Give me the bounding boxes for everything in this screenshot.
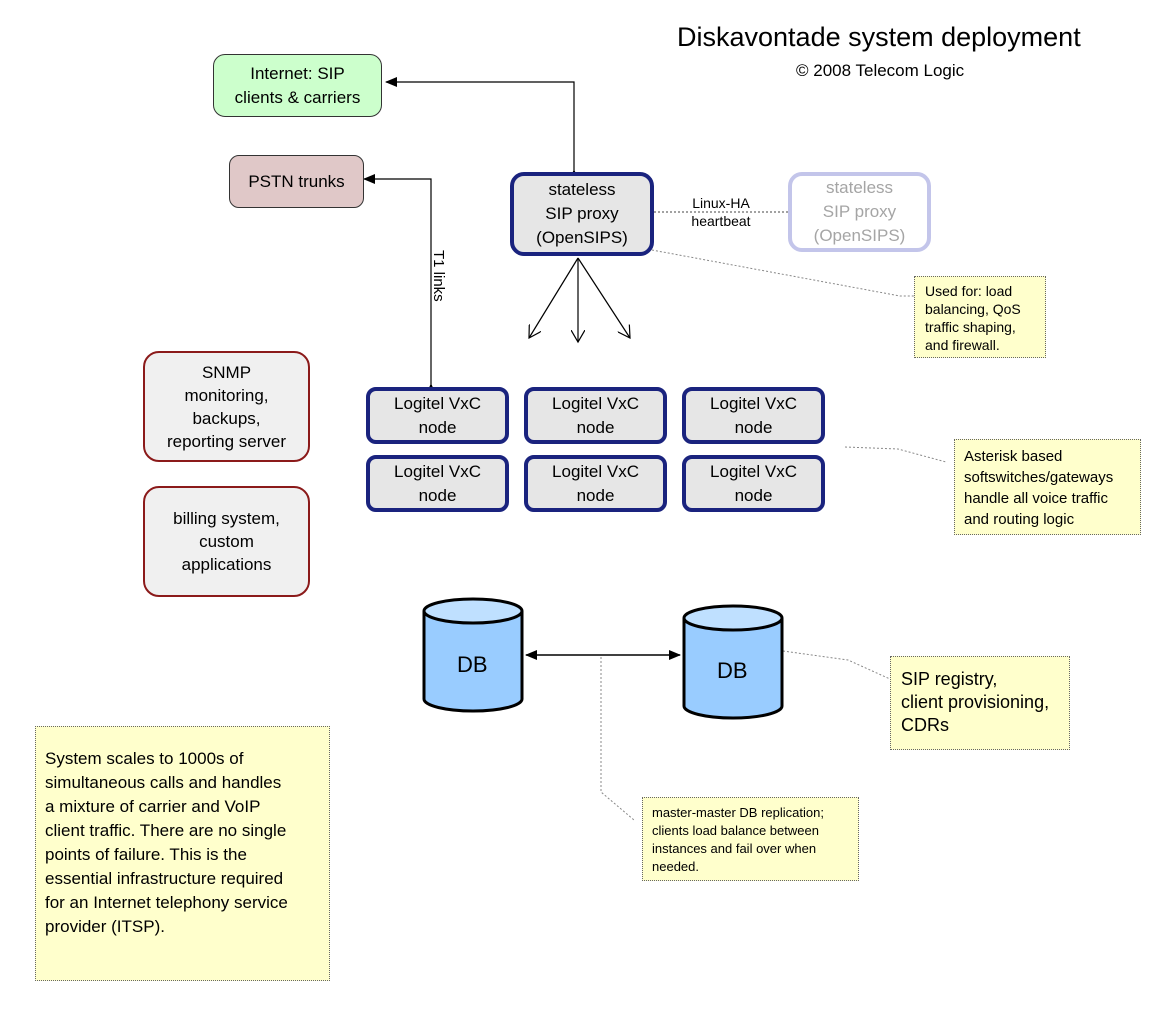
nodes-note-line: softswitches/gateways [964, 469, 1114, 486]
node-line2: node [734, 417, 773, 437]
summary-note: System scales to 1000s of simultaneous c… [35, 726, 330, 981]
internet-sip-clients-box: Internet: SIP clients & carriers [213, 54, 382, 117]
nodes-note-line: and routing logic [964, 511, 1075, 528]
pstn-label: PSTN trunks [248, 171, 345, 191]
db2-label: DB [717, 658, 748, 683]
snmp-line: reporting server [166, 431, 287, 451]
db-note-leader [782, 650, 891, 680]
standby-line1: stateless [825, 178, 894, 197]
node-line2: node [576, 485, 615, 505]
node-line1: Logitel VxC [552, 393, 639, 413]
proxy-line1: stateless [548, 180, 616, 199]
proxy-line2: SIP proxy [545, 204, 619, 223]
node-line1: Logitel VxC [710, 393, 797, 413]
summary-note-line: System scales to 1000s of [45, 749, 244, 768]
billing-line: custom [199, 532, 254, 551]
billing-system-box: billing system, custom applications [143, 486, 310, 597]
proxy-note: Used for: load balancing, QoS traffic sh… [914, 276, 1046, 358]
summary-note-line: a mixture of carrier and VoIP [45, 797, 261, 816]
proxy-note-line: Used for: load [925, 283, 1013, 299]
heartbeat-line2: heartbeat [691, 213, 751, 229]
proxy-fanout-right [577, 257, 630, 338]
node-line1: Logitel VxC [394, 461, 481, 481]
internet-line2: clients & carriers [234, 87, 361, 107]
standby-line2: SIP proxy [822, 202, 897, 221]
vxc-node-5: Logitel VxC node [524, 455, 667, 512]
node-line2: node [418, 485, 457, 505]
vxc-node-3: Logitel VxC node [682, 387, 825, 444]
db1-label: DB [457, 652, 488, 677]
billing-line: billing system, [173, 509, 280, 528]
vxc-node-1: Logitel VxC node [366, 387, 509, 444]
snmp-line: backups, [192, 408, 261, 428]
summary-note-line: provider (ITSP). [45, 917, 165, 936]
page-title: Diskavontade system deployment [677, 22, 1081, 52]
replication-note-line: instances and fail over when [652, 841, 817, 856]
node-line1: Logitel VxC [552, 461, 639, 481]
db-note-line: client provisioning, [901, 692, 1050, 712]
summary-note-line: simultaneous calls and handles [45, 773, 282, 792]
summary-note-line: essential infrastructure required [45, 869, 284, 888]
replication-note-line: clients load balance between [652, 823, 819, 838]
node-line2: node [576, 417, 615, 437]
replication-note-line: master-master DB replication; [652, 805, 824, 820]
vxc-node-2: Logitel VxC node [524, 387, 667, 444]
t1-link [363, 174, 436, 395]
copyright: © 2008 Telecom Logic [796, 61, 965, 80]
db-note: SIP registry, client provisioning, CDRs [890, 656, 1070, 750]
nodes-note-leader [844, 446, 947, 463]
snmp-line: monitoring, [184, 385, 269, 405]
node-line2: node [418, 417, 457, 437]
nodes-note: Asterisk based softswitches/gateways han… [954, 439, 1141, 535]
db-note-line: SIP registry, [901, 669, 998, 689]
proxy-note-line: balancing, QoS [925, 301, 1021, 317]
proxy-note-line: and firewall. [925, 337, 1000, 353]
sip-proxy-primary: stateless SIP proxy (OpenSIPS) [510, 172, 654, 256]
replication-note: master-master DB replication; clients lo… [642, 797, 859, 881]
proxy-line3: (OpenSIPS) [536, 228, 628, 247]
internet-proxy-link [385, 77, 579, 181]
nodes-note-line: Asterisk based [964, 448, 1063, 465]
snmp-line: SNMP [201, 362, 252, 382]
standby-line3: (OpenSIPS) [813, 226, 906, 245]
vxc-node-6: Logitel VxC node [682, 455, 825, 512]
heartbeat-label: Linux-HA heartbeat [680, 194, 762, 230]
summary-note-line: client traffic. There are no single [45, 821, 287, 840]
replication-note-leader [600, 657, 635, 821]
summary-note-line: for an Internet telephony service [45, 893, 288, 912]
proxy-note-leader [651, 249, 914, 297]
node-line2: node [734, 485, 773, 505]
proxy-note-line: traffic shaping, [925, 319, 1016, 335]
db-note-line: CDRs [901, 715, 949, 735]
vxc-node-4: Logitel VxC node [366, 455, 509, 512]
sip-proxy-standby: stateless SIP proxy (OpenSIPS) [788, 172, 931, 252]
billing-line: applications [181, 555, 272, 574]
replication-note-line: needed. [652, 859, 699, 874]
nodes-note-line: handle all voice traffic [964, 490, 1108, 507]
pstn-trunks-box: PSTN trunks [229, 155, 364, 208]
snmp-server-box: SNMP monitoring, backups, reporting serv… [143, 351, 310, 462]
node-line1: Logitel VxC [394, 393, 481, 413]
t1-links-label: T1 links [430, 250, 447, 302]
summary-note-line: points of failure. This is the [45, 845, 247, 864]
internet-line1: Internet: SIP [250, 63, 345, 83]
node-line1: Logitel VxC [710, 461, 797, 481]
db-cylinder-1 [422, 597, 524, 713]
db-cylinder-2 [682, 604, 784, 720]
proxy-fanout-left [529, 257, 579, 338]
heartbeat-line1: Linux-HA [692, 195, 750, 211]
